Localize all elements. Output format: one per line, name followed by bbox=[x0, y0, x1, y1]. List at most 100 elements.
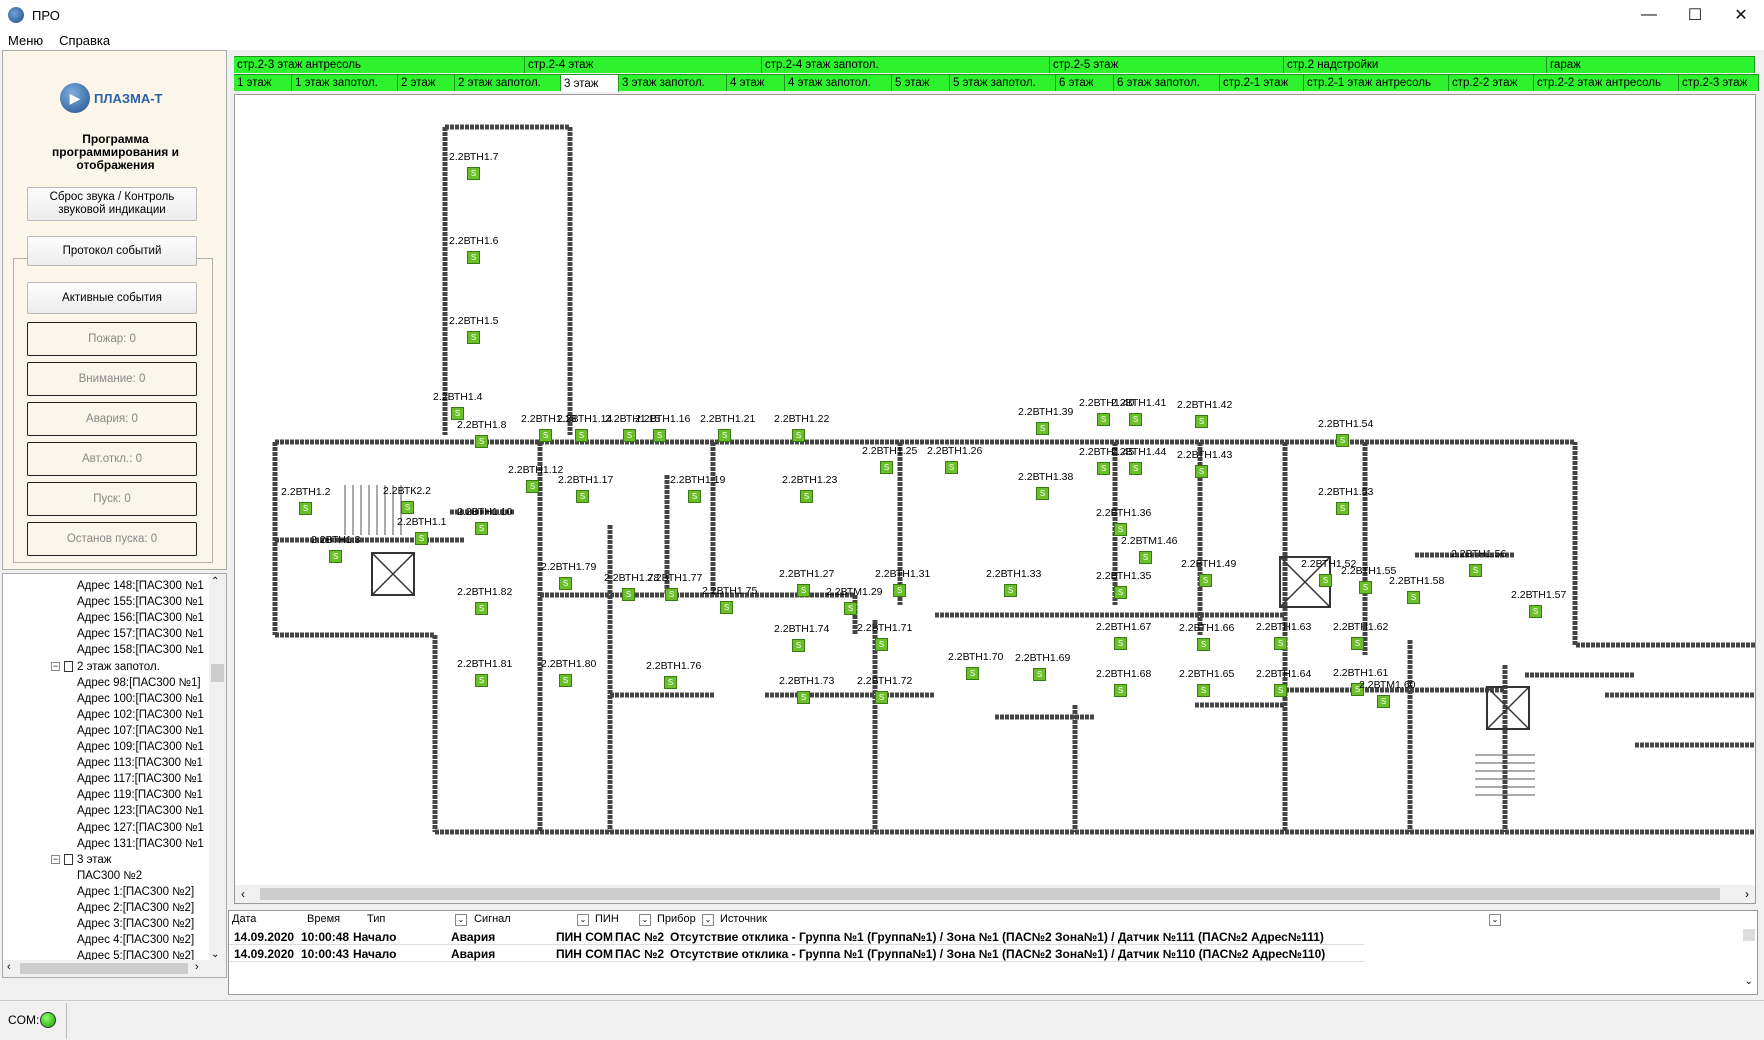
floor-tab[interactable]: стр.2-2 этаж bbox=[1449, 74, 1534, 91]
building-tab[interactable]: стр.2 надстройки bbox=[1284, 56, 1547, 73]
sound-reset-button[interactable]: Сброс звука / Контроль звуковой индикаци… bbox=[27, 187, 197, 221]
menu-item-help[interactable]: Справка bbox=[59, 32, 111, 48]
smoke-sensor-icon[interactable]: S bbox=[1033, 668, 1046, 681]
floor-tab[interactable]: стр.2-2 этаж антресоль bbox=[1534, 74, 1679, 91]
tree-item[interactable]: ПАС300 №2 bbox=[77, 868, 142, 884]
smoke-sensor-icon[interactable]: S bbox=[875, 691, 888, 704]
auto-off-count-button[interactable]: Авт.откл.: 0 bbox=[27, 442, 197, 476]
smoke-sensor-icon[interactable]: S bbox=[720, 601, 733, 614]
tree-node[interactable]: −2 этаж запотол. bbox=[51, 659, 160, 675]
smoke-sensor-icon[interactable]: S bbox=[1097, 462, 1110, 475]
smoke-sensor-icon[interactable]: S bbox=[622, 588, 635, 601]
scroll-right-icon[interactable]: › bbox=[195, 961, 199, 973]
tree-horizontal-scrollbar[interactable]: ‹ › bbox=[3, 960, 226, 977]
signal-filter-icon[interactable]: ⌄ bbox=[577, 914, 589, 926]
start-count-button[interactable]: Пуск: 0 bbox=[27, 482, 197, 516]
close-button[interactable]: ✕ bbox=[1734, 7, 1748, 24]
smoke-sensor-icon[interactable]: S bbox=[1377, 695, 1390, 708]
floor-tab[interactable]: 5 этаж bbox=[892, 74, 950, 91]
smoke-sensor-icon[interactable]: S bbox=[1195, 415, 1208, 428]
smoke-sensor-icon[interactable]: S bbox=[797, 691, 810, 704]
col-pin[interactable]: ПИН bbox=[595, 913, 619, 925]
floor-tab[interactable]: 2 этаж запотол. bbox=[455, 74, 561, 91]
smoke-sensor-icon[interactable]: S bbox=[1274, 637, 1287, 650]
smoke-sensor-icon[interactable]: S bbox=[800, 490, 813, 503]
floor-tab[interactable]: 1 этаж запотол. bbox=[292, 74, 398, 91]
smoke-sensor-icon[interactable]: S bbox=[1529, 605, 1542, 618]
tree-vertical-scrollbar[interactable]: ⌃ ⌄ bbox=[209, 574, 226, 962]
active-events-button[interactable]: Активные события bbox=[27, 282, 197, 314]
collapse-icon[interactable]: − bbox=[51, 661, 60, 671]
col-source[interactable]: Источник bbox=[720, 913, 767, 925]
floor-tab[interactable]: 5 этаж запотол. bbox=[950, 74, 1056, 91]
smoke-sensor-icon[interactable]: S bbox=[1351, 683, 1364, 696]
smoke-sensor-icon[interactable]: S bbox=[1114, 586, 1127, 599]
smoke-sensor-icon[interactable]: S bbox=[1036, 487, 1049, 500]
attention-count-button[interactable]: Внимание: 0 bbox=[27, 362, 197, 396]
event-log-table[interactable]: Дата Время Тип ⌄ Сигнал ⌄ ПИН ⌄ Прибор ⌄… bbox=[228, 910, 1758, 995]
scroll-down-icon[interactable]: ⌄ bbox=[211, 949, 220, 960]
tree-item[interactable]: Адрес 102:[ПАС300 №1 bbox=[77, 707, 204, 723]
smoke-sensor-icon[interactable]: S bbox=[880, 461, 893, 474]
smoke-sensor-icon[interactable]: S bbox=[1197, 638, 1210, 651]
tree-item[interactable]: Адрес 1:[ПАС300 №2] bbox=[77, 884, 194, 900]
smoke-sensor-icon[interactable]: S bbox=[329, 550, 342, 563]
map-scroll-left-icon[interactable]: ‹ bbox=[241, 887, 245, 901]
smoke-sensor-icon[interactable]: S bbox=[401, 501, 414, 514]
floor-tab[interactable]: 3 этаж bbox=[561, 74, 619, 92]
smoke-sensor-icon[interactable]: S bbox=[467, 167, 480, 180]
scroll-up-icon[interactable]: ⌃ bbox=[211, 576, 220, 587]
pin-filter-icon[interactable]: ⌄ bbox=[639, 914, 651, 926]
tree-item[interactable]: Адрес 156:[ПАС300 №1 bbox=[77, 610, 204, 626]
maximize-button[interactable]: ☐ bbox=[1687, 7, 1703, 24]
floor-tab[interactable]: 2 этаж bbox=[398, 74, 455, 91]
smoke-sensor-icon[interactable]: S bbox=[1129, 462, 1142, 475]
floor-tab[interactable]: 4 этаж bbox=[727, 74, 785, 91]
device-filter-icon[interactable]: ⌄ bbox=[702, 914, 714, 926]
smoke-sensor-icon[interactable]: S bbox=[792, 639, 805, 652]
floor-tab[interactable]: 6 этаж bbox=[1056, 74, 1114, 91]
smoke-sensor-icon[interactable]: S bbox=[966, 667, 979, 680]
log-scroll-down-icon[interactable]: ⌄ bbox=[1744, 976, 1753, 987]
tree-item[interactable]: Адрес 100:[ПАС300 №1 bbox=[77, 691, 204, 707]
building-tab[interactable]: стр.2-4 этаж запотол. bbox=[762, 56, 1050, 73]
tree-item[interactable]: Адрес 107:[ПАС300 №1 bbox=[77, 723, 204, 739]
smoke-sensor-icon[interactable]: S bbox=[1351, 637, 1364, 650]
source-filter-icon[interactable]: ⌄ bbox=[1489, 914, 1501, 926]
smoke-sensor-icon[interactable]: S bbox=[1199, 574, 1212, 587]
smoke-sensor-icon[interactable]: S bbox=[526, 480, 539, 493]
tree-item[interactable]: Адрес 4:[ПАС300 №2] bbox=[77, 932, 194, 948]
tree-item[interactable]: Адрес 5:[ПАС300 №2] bbox=[77, 948, 194, 964]
col-time[interactable]: Время bbox=[307, 913, 341, 925]
tree-item[interactable]: Адрес 158:[ПАС300 №1 bbox=[77, 642, 204, 658]
tree-item[interactable]: Адрес 113:[ПАС300 №1 bbox=[77, 755, 203, 771]
smoke-sensor-icon[interactable]: S bbox=[1129, 413, 1142, 426]
smoke-sensor-icon[interactable]: S bbox=[451, 407, 464, 420]
tree-item[interactable]: Адрес 3:[ПАС300 №2] bbox=[77, 916, 194, 932]
floor-tab[interactable]: 1 этаж bbox=[234, 74, 292, 91]
smoke-sensor-icon[interactable]: S bbox=[467, 331, 480, 344]
smoke-sensor-icon[interactable]: S bbox=[576, 490, 589, 503]
tree-item[interactable]: Адрес 117:[ПАС300 №1 bbox=[77, 771, 203, 787]
smoke-sensor-icon[interactable]: S bbox=[1114, 684, 1127, 697]
tree-item[interactable]: Адрес 131:[ПАС300 №1 bbox=[77, 836, 204, 852]
smoke-sensor-icon[interactable]: S bbox=[1336, 434, 1349, 447]
smoke-sensor-icon[interactable]: S bbox=[559, 674, 572, 687]
smoke-sensor-icon[interactable]: S bbox=[475, 674, 488, 687]
building-tab[interactable]: гараж bbox=[1547, 56, 1755, 73]
tree-node[interactable]: −3 этаж bbox=[51, 852, 111, 868]
smoke-sensor-icon[interactable]: S bbox=[475, 435, 488, 448]
smoke-sensor-icon[interactable]: S bbox=[475, 602, 488, 615]
smoke-sensor-icon[interactable]: S bbox=[1407, 591, 1420, 604]
building-tab[interactable]: стр.2-5 этаж bbox=[1050, 56, 1284, 73]
tree-hscroll-thumb[interactable] bbox=[20, 963, 188, 974]
smoke-sensor-icon[interactable]: S bbox=[1336, 502, 1349, 515]
smoke-sensor-icon[interactable]: S bbox=[1139, 551, 1152, 564]
smoke-sensor-icon[interactable]: S bbox=[1097, 413, 1110, 426]
smoke-sensor-icon[interactable]: S bbox=[539, 429, 552, 442]
smoke-sensor-icon[interactable]: S bbox=[1469, 564, 1482, 577]
map-scroll-thumb[interactable] bbox=[260, 888, 1720, 900]
smoke-sensor-icon[interactable]: S bbox=[415, 532, 428, 545]
